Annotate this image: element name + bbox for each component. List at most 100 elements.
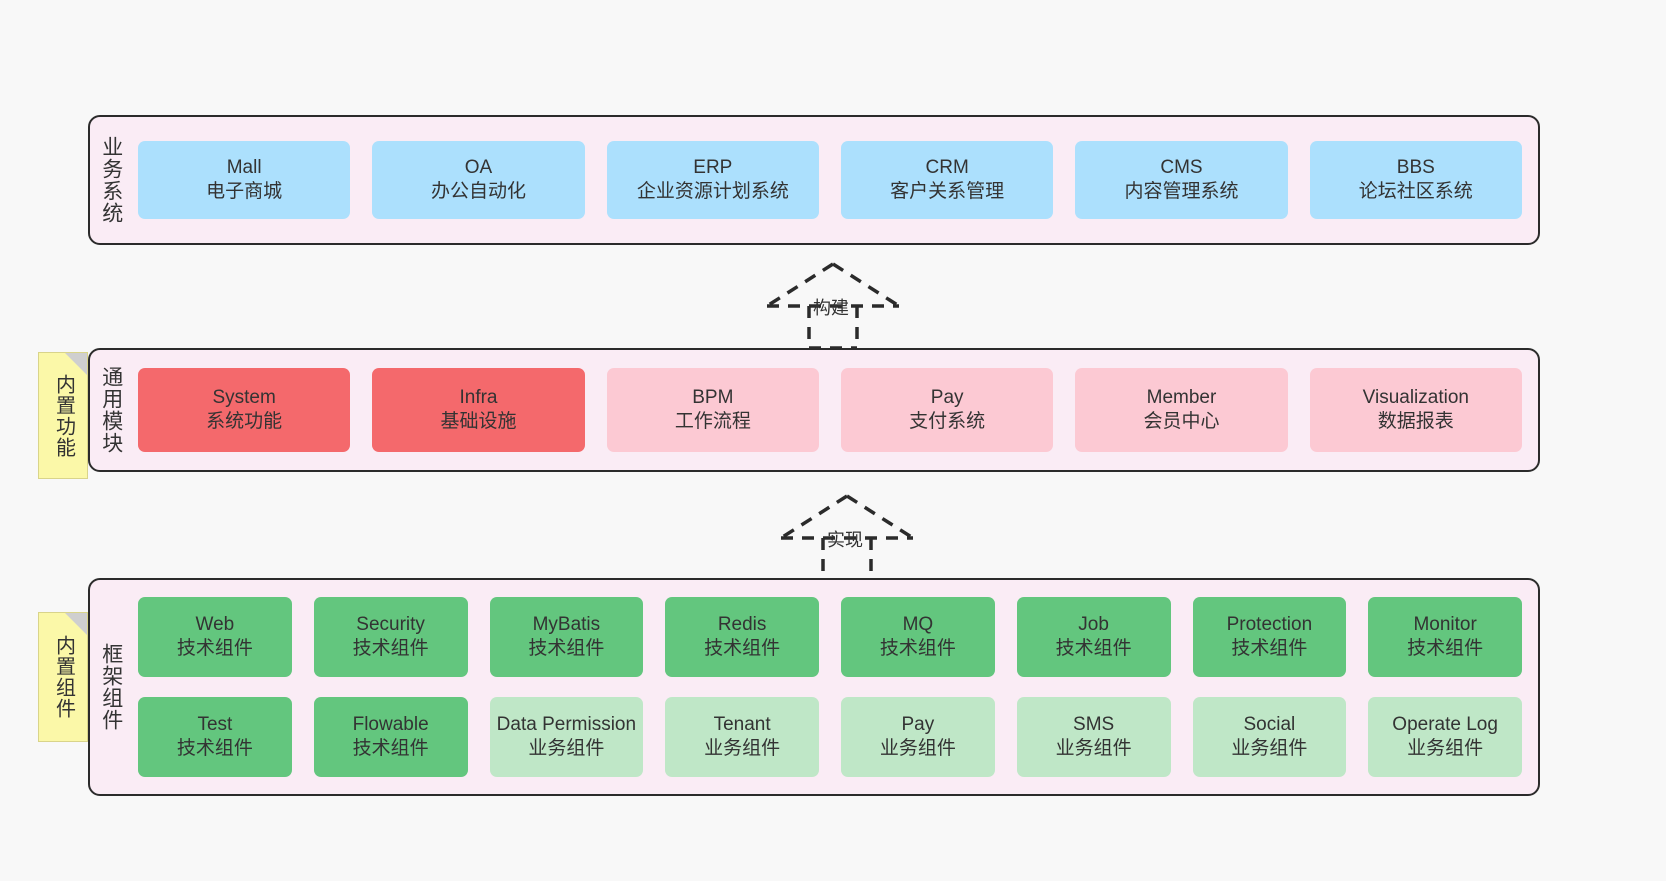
note-builtin-components: 内置组件 [38, 612, 88, 742]
component-card-protection[interactable]: Protection 技术组件 [1192, 597, 1347, 677]
card-subtitle: 系统功能 [206, 411, 283, 432]
component-card-monitor[interactable]: Monitor 技术组件 [1368, 597, 1522, 677]
card-title: BPM [692, 387, 734, 409]
card-subtitle: 电子商城 [206, 181, 283, 202]
business-system-layer: 业务系统 Mall 电子商城 OA 办公自动化 ERP 企业资源计划系统 CRM… [88, 115, 1540, 245]
business-card-bbs[interactable]: BBS 论坛社区系统 [1309, 141, 1522, 219]
card-subtitle: 支付系统 [909, 411, 986, 432]
card-subtitle: 客户关系管理 [890, 181, 1005, 202]
component-card-social[interactable]: Social 业务组件 [1192, 697, 1347, 777]
card-title: MQ [902, 614, 934, 636]
card-subtitle: 技术组件 [176, 638, 253, 659]
component-card-flowable[interactable]: Flowable 技术组件 [313, 697, 468, 777]
card-title: Security [356, 614, 425, 636]
module-card-member[interactable]: Member 会员中心 [1075, 368, 1288, 452]
card-subtitle: 业务组件 [1231, 738, 1308, 759]
common-module-cards: System 系统功能 Infra 基础设施 BPM 工作流程 Pay 支付系统… [132, 350, 1538, 470]
business-system-cards: Mall 电子商城 OA 办公自动化 ERP 企业资源计划系统 CRM 客户关系… [132, 117, 1538, 243]
connector-build-label: 构建 [813, 298, 849, 318]
card-subtitle: 办公自动化 [430, 181, 526, 202]
card-title: Protection [1226, 614, 1313, 636]
note-fold-corner [65, 613, 87, 635]
business-card-mall[interactable]: Mall 电子商城 [138, 141, 351, 219]
card-title: System [212, 387, 276, 409]
card-subtitle: 技术组件 [704, 638, 781, 659]
card-title: SMS [1073, 714, 1115, 736]
component-card-sms[interactable]: SMS 业务组件 [1016, 697, 1171, 777]
component-card-data-permission[interactable]: Data Permission 业务组件 [489, 697, 644, 777]
card-title: Monitor [1413, 614, 1477, 636]
component-card-operate-log[interactable]: Operate Log 业务组件 [1368, 697, 1522, 777]
card-title: Tenant [713, 714, 771, 736]
card-title: Infra [459, 387, 498, 409]
connector-build-arrow [766, 262, 900, 350]
card-subtitle: 技术组件 [352, 638, 429, 659]
card-subtitle: 技术组件 [528, 638, 605, 659]
card-title: Web [195, 614, 235, 636]
common-module-layer-title: 通用模块 [99, 366, 123, 454]
component-card-redis[interactable]: Redis 技术组件 [665, 597, 819, 677]
card-subtitle: 基础设施 [440, 411, 517, 432]
card-title: CRM [925, 157, 969, 179]
card-title: Flowable [352, 714, 429, 736]
card-title: Social [1243, 714, 1296, 736]
card-subtitle: 会员中心 [1143, 411, 1220, 432]
common-module-row: System 系统功能 Infra 基础设施 BPM 工作流程 Pay 支付系统… [138, 368, 1522, 452]
card-title: Member [1146, 387, 1217, 409]
component-card-pay[interactable]: Pay 业务组件 [841, 697, 995, 777]
business-system-row: Mall 电子商城 OA 办公自动化 ERP 企业资源计划系统 CRM 客户关系… [138, 141, 1522, 219]
connector-implement: 实现 [772, 490, 922, 582]
connector-implement-arrow [780, 494, 914, 582]
card-title: CMS [1160, 157, 1203, 179]
connector-build: 构建 [758, 258, 908, 350]
card-subtitle: 数据报表 [1377, 411, 1454, 432]
business-card-oa[interactable]: OA 办公自动化 [372, 141, 585, 219]
card-title: BBS [1396, 157, 1435, 179]
card-subtitle: 企业资源计划系统 [636, 181, 789, 202]
common-module-layer: 通用模块 System 系统功能 Infra 基础设施 BPM 工作流程 Pay… [88, 348, 1540, 472]
card-subtitle: 业务组件 [704, 738, 781, 759]
framework-component-row-2: Test 技术组件 Flowable 技术组件 Data Permission … [138, 697, 1522, 777]
component-card-mq[interactable]: MQ 技术组件 [841, 597, 995, 677]
card-subtitle: 论坛社区系统 [1358, 181, 1473, 202]
component-card-web[interactable]: Web 技术组件 [138, 597, 292, 677]
note-fold-corner [65, 353, 87, 375]
card-subtitle: 技术组件 [879, 638, 956, 659]
card-title: Redis [717, 614, 767, 636]
component-card-mybatis[interactable]: MyBatis 技术组件 [489, 597, 644, 677]
framework-component-row-1: Web 技术组件 Security 技术组件 MyBatis 技术组件 Redi… [138, 597, 1522, 677]
card-subtitle: 技术组件 [352, 738, 429, 759]
card-subtitle: 技术组件 [176, 738, 253, 759]
card-title: MyBatis [532, 614, 601, 636]
business-card-cms[interactable]: CMS 内容管理系统 [1075, 141, 1288, 219]
card-title: Data Permission [496, 714, 637, 736]
business-card-crm[interactable]: CRM 客户关系管理 [840, 141, 1054, 219]
module-card-infra[interactable]: Infra 基础设施 [372, 368, 585, 452]
card-title: Visualization [1362, 387, 1469, 409]
card-subtitle: 业务组件 [879, 738, 956, 759]
component-card-job[interactable]: Job 技术组件 [1016, 597, 1171, 677]
note-label: 内置组件 [52, 635, 75, 719]
card-title: OA [464, 157, 493, 179]
note-label: 内置功能 [52, 373, 75, 458]
card-subtitle: 技术组件 [1231, 638, 1308, 659]
business-card-erp[interactable]: ERP 企业资源计划系统 [606, 141, 819, 219]
card-subtitle: 技术组件 [1407, 638, 1484, 659]
connector-implement-label: 实现 [827, 530, 863, 550]
component-card-tenant[interactable]: Tenant 业务组件 [665, 697, 819, 777]
card-subtitle: 业务组件 [1055, 738, 1132, 759]
module-card-bpm[interactable]: BPM 工作流程 [606, 368, 819, 452]
card-title: ERP [693, 157, 733, 179]
module-card-pay[interactable]: Pay 支付系统 [840, 368, 1054, 452]
component-card-test[interactable]: Test 技术组件 [138, 697, 292, 777]
module-card-visualization[interactable]: Visualization 数据报表 [1309, 368, 1522, 452]
note-builtin-features: 内置功能 [38, 352, 88, 479]
framework-component-rows: Web 技术组件 Security 技术组件 MyBatis 技术组件 Redi… [132, 580, 1538, 794]
framework-component-layer-title: 框架组件 [99, 643, 123, 731]
card-title: Pay [901, 714, 935, 736]
card-subtitle: 工作流程 [674, 411, 751, 432]
component-card-security[interactable]: Security 技术组件 [313, 597, 468, 677]
module-card-system[interactable]: System 系统功能 [138, 368, 351, 452]
card-subtitle: 内容管理系统 [1124, 181, 1239, 202]
framework-component-layer: 框架组件 Web 技术组件 Security 技术组件 MyBatis 技术组件… [88, 578, 1540, 796]
